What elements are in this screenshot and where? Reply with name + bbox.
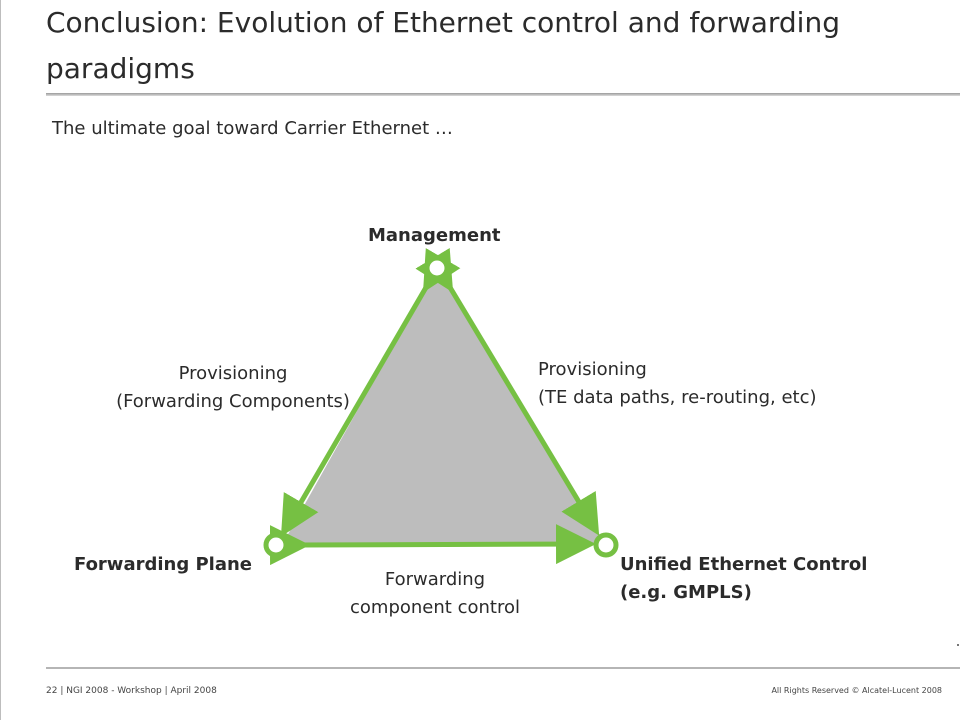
node-unified-control (593, 532, 619, 558)
arrow-bottom-edge (269, 524, 596, 566)
label-forwarding-plane: Forwarding Plane (74, 554, 253, 575)
label-left-edge-line1: Provisioning (178, 363, 288, 384)
label-management: Management (368, 225, 501, 246)
footer-divider (46, 667, 960, 669)
label-right-edge-line1: Provisioning (538, 359, 647, 380)
title-divider (46, 93, 960, 96)
slide-subtitle: The ultimate goal toward Carrier Etherne… (52, 118, 453, 139)
footer-copyright: All Rights Reserved © Alcatel-Lucent 200… (771, 686, 942, 695)
label-bottom-edge: Forwarding component control (300, 566, 570, 622)
label-unified-control-line1: Unified Ethernet Control (620, 554, 868, 575)
label-left-edge: Provisioning (Forwarding Components) (48, 360, 418, 416)
footer-slide-info: 22 | NGI 2008 - Workshop | April 2008 (46, 686, 217, 696)
label-bottom-edge-line1: Forwarding (384, 569, 486, 590)
node-forwarding-plane (263, 532, 289, 558)
label-unified-control-line2: (e.g. GMPLS) (620, 582, 752, 603)
left-border (0, 0, 1, 720)
label-right-edge-line2: (TE data paths, re-routing, etc) (538, 387, 817, 408)
label-unified-control: Unified Ethernet Control (e.g. GMPLS) (620, 551, 867, 607)
slide-title: Conclusion: Evolution of Ethernet contro… (46, 6, 840, 85)
label-right-edge: Provisioning (TE data paths, re-routing,… (538, 356, 817, 412)
corner-mark (957, 644, 959, 646)
arrow-left-edge (280, 248, 461, 537)
label-bottom-edge-line2: component control (350, 597, 520, 618)
arrow-right-edge (415, 247, 600, 536)
label-left-edge-line2: (Forwarding Components) (116, 391, 350, 412)
node-management (424, 255, 450, 281)
